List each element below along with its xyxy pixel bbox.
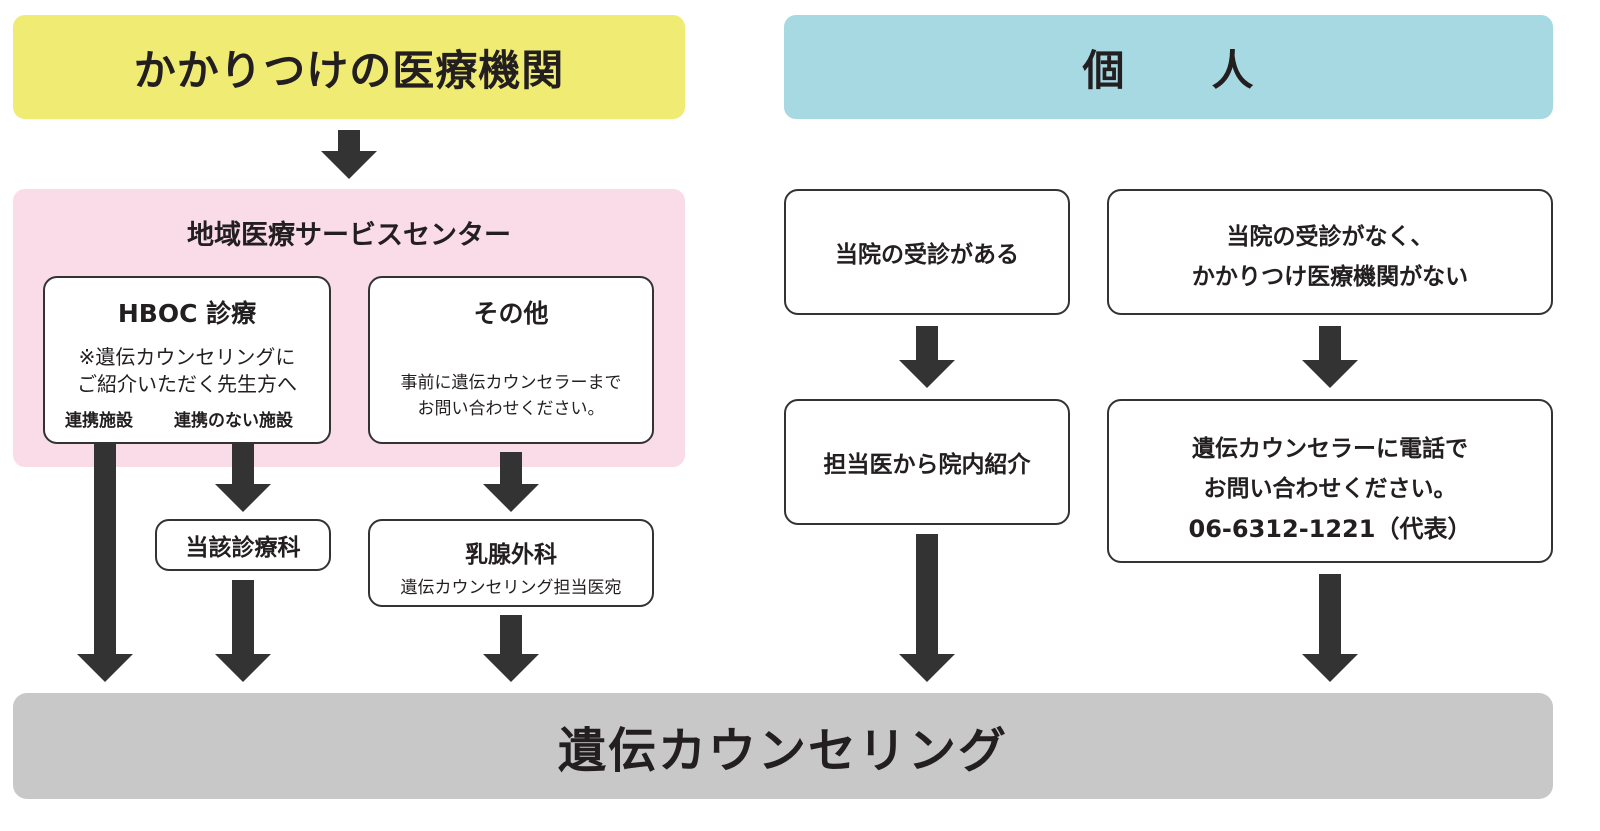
hboc-label-partner: 連携施設 [65,411,133,431]
visited-label: 当院の受診がある [835,242,1019,268]
arrow-breast-to-counseling [483,615,539,682]
other-line2: お問い合わせください。 [417,399,605,419]
header-clinic-label: かかりつけの医療機関 [133,45,565,95]
genetic-counseling-bar: 遺伝カウンセリング [13,693,1553,799]
genetic-counseling-label: 遺伝カウンセリング [557,723,1008,779]
other-box: その他 事前に遺伝カウンセラーまで お問い合わせください。 [368,276,654,444]
arrow-notvisited-to-phone [1302,326,1358,388]
arrow-dept-to-counseling [215,580,271,682]
arrow-visited-to-referral [899,326,955,388]
phone-line2: お問い合わせください。 [1203,476,1457,502]
other-title: その他 [473,299,549,328]
breast-surgery-title: 乳腺外科 [465,542,557,568]
header-individual-label: 個 人 [1082,45,1255,95]
referral-box: 担当医から院内紹介 [784,399,1070,525]
dept-box: 当該診療科 [155,519,331,571]
hboc-title: HBOC 診療 [117,299,257,328]
arrow-nonpartner-to-dept [215,444,271,512]
hboc-note-line2: ご紹介いただく先生方へ [77,372,297,396]
arrow-clinic-to-center [321,130,377,179]
arrow-partner-to-counseling [77,444,133,682]
dept-label: 当該診療科 [185,535,301,561]
not-visited-line1: 当院の受診がなく、 [1226,224,1434,250]
other-line1: 事前に遺伝カウンセラーまで [400,373,622,393]
visited-box: 当院の受診がある [784,189,1070,315]
phone-box: 遺伝カウンセラーに電話で お問い合わせください。 06-6312-1221（代表… [1107,399,1553,563]
not-visited-line2: かかりつけ医療機関がない [1191,264,1469,290]
regional-service-center-title: 地域医療サービスセンター [187,220,511,251]
phone-number: 06-6312-1221（代表） [1188,515,1472,543]
breast-surgery-box: 乳腺外科 遺伝カウンセリング担当医宛 [368,519,654,607]
not-visited-box: 当院の受診がなく、 かかりつけ医療機関がない [1107,189,1553,315]
referral-label: 担当医から院内紹介 [823,452,1031,478]
header-clinic: かかりつけの医療機関 [13,15,685,119]
hboc-box: HBOC 診療 ※遺伝カウンセリングに ご紹介いただく先生方へ 連携施設 連携の… [43,276,331,444]
arrow-referral-to-counseling [899,534,955,682]
hboc-note-line1: ※遺伝カウンセリングに [78,345,296,369]
header-individual: 個 人 [784,15,1553,119]
hboc-label-nonpartner: 連携のない施設 [174,411,293,431]
phone-line1: 遺伝カウンセラーに電話で [1192,436,1468,462]
breast-surgery-sub: 遺伝カウンセリング担当医宛 [400,578,622,598]
arrow-other-to-breast [483,452,539,512]
arrow-phone-to-counseling [1302,574,1358,682]
